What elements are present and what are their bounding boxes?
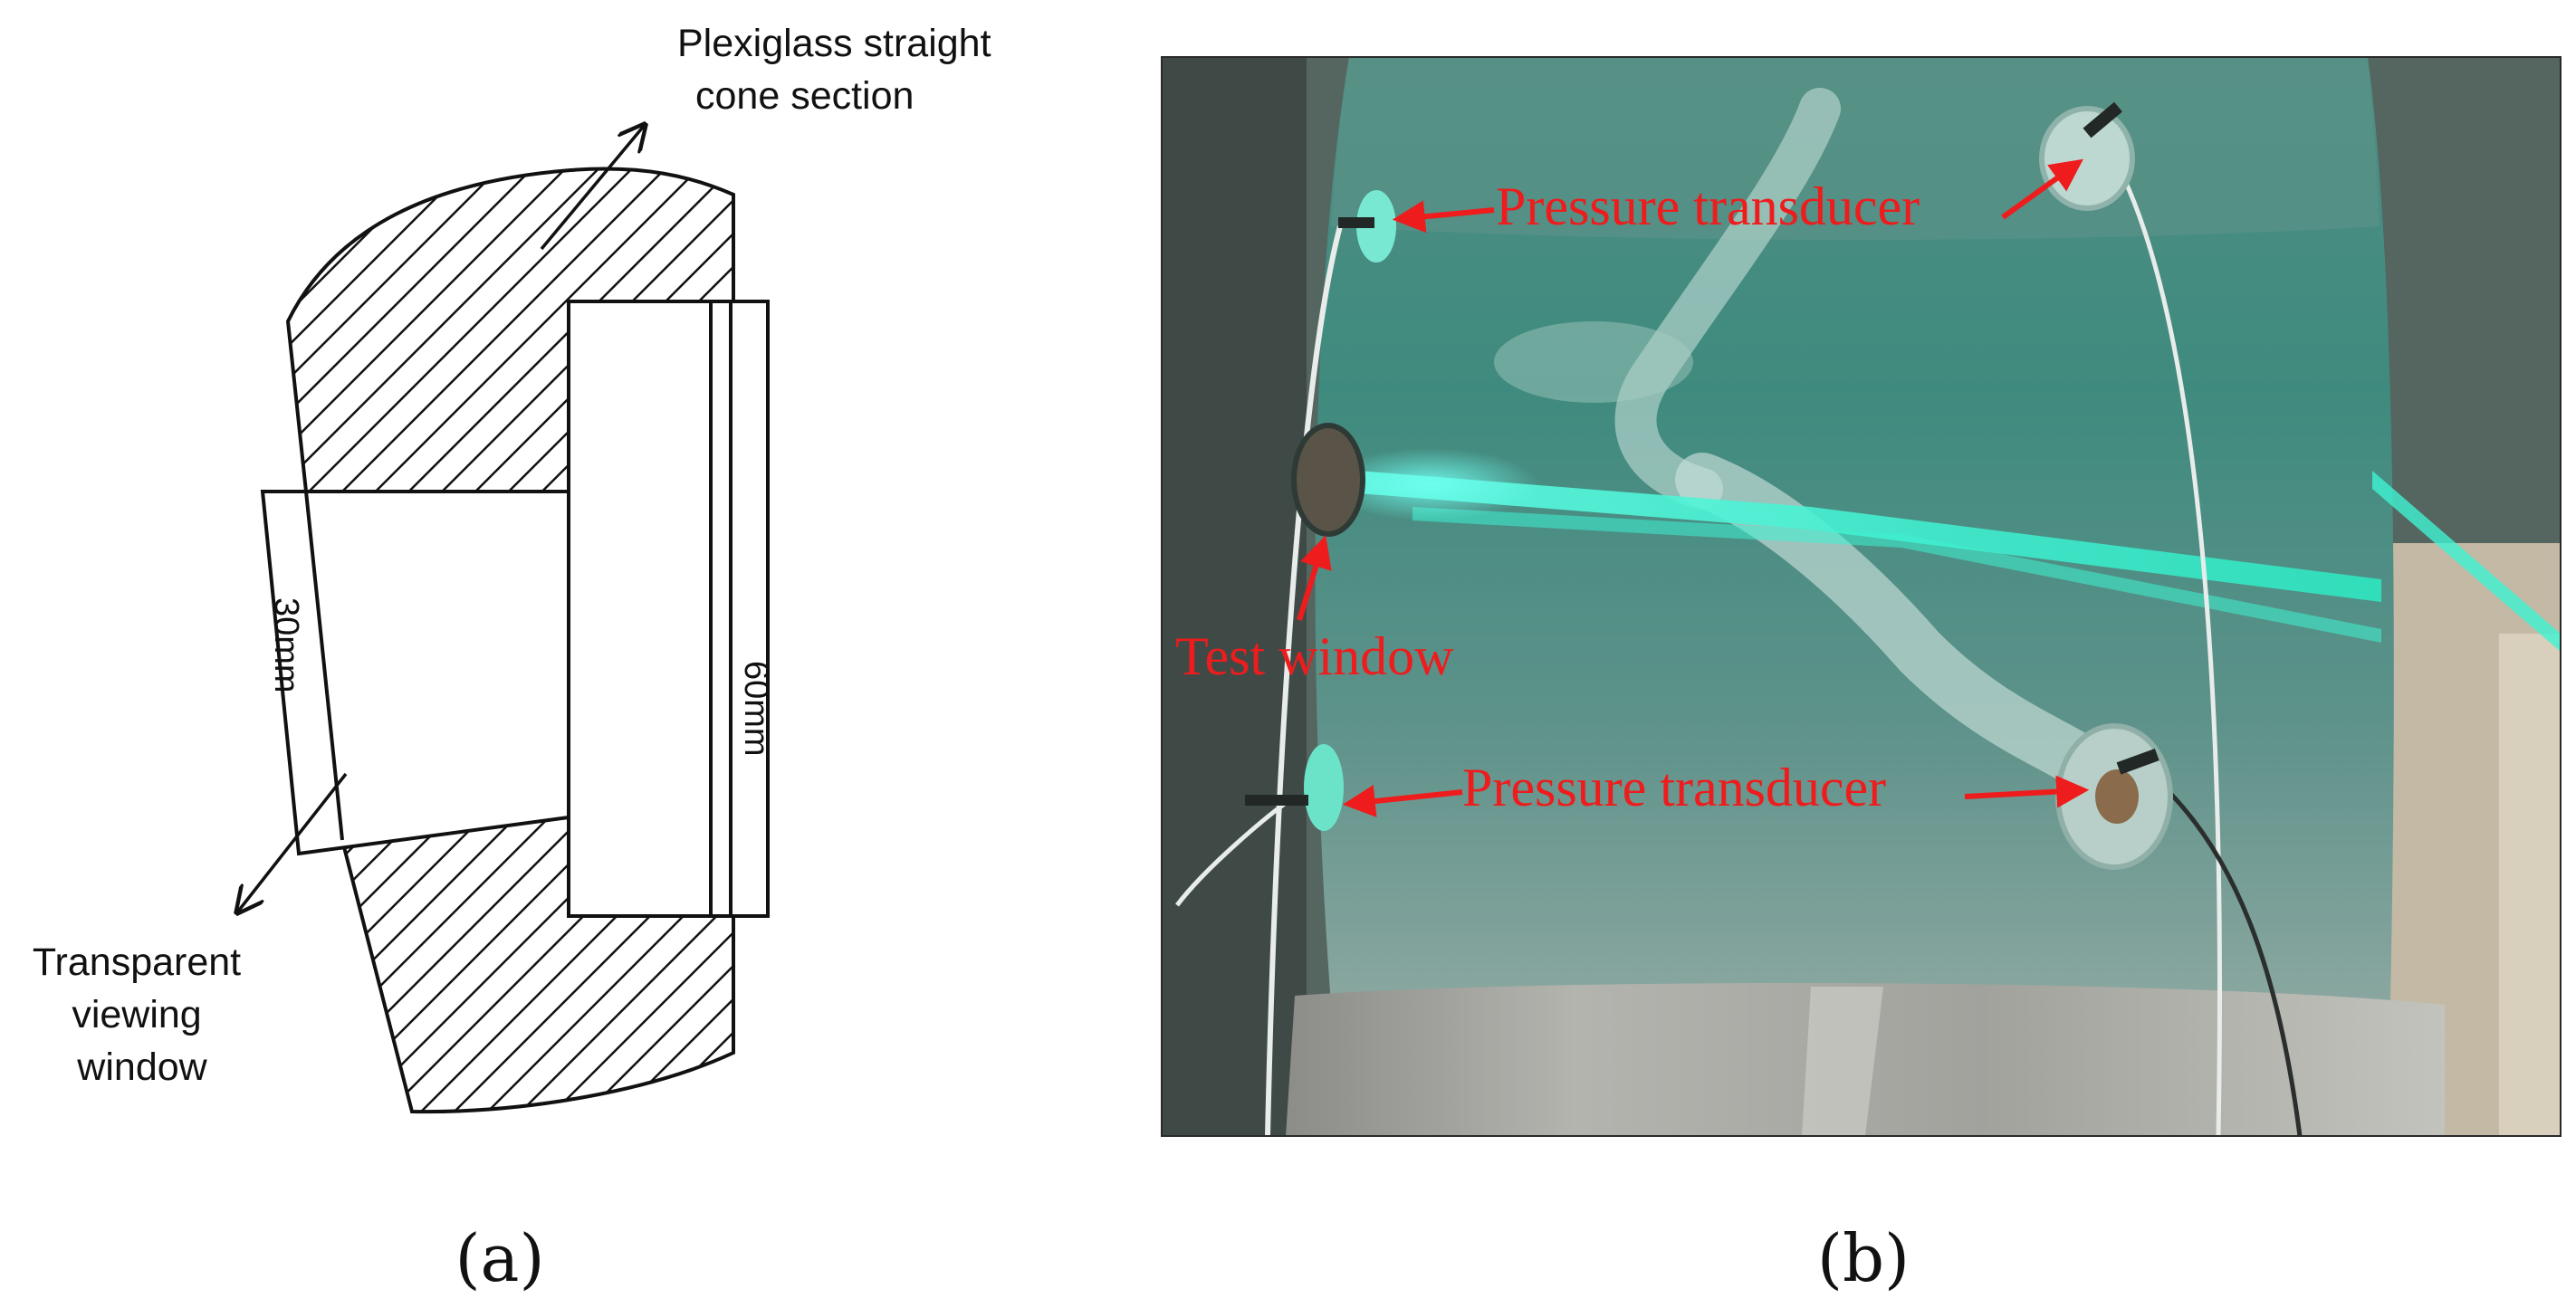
vortex-rope-upper — [1614, 88, 1841, 510]
upper-hatched-section — [285, 167, 735, 493]
pt-bottom-label: Pressure transducer — [1462, 758, 1886, 817]
transducer-top-right-probe — [2083, 101, 2122, 138]
cone-section-label-line-2: cone section — [695, 74, 914, 118]
right-door-frame — [2499, 634, 2561, 1136]
viewing-window-label-line-1: Transparent — [33, 940, 241, 984]
transparent-viewing-window — [260, 490, 570, 856]
viewing-window-label: Transparent viewing window — [33, 940, 252, 1089]
viewing-window-leader-arrow — [237, 772, 348, 912]
transducer-bottom-right-probe — [2116, 749, 2159, 775]
transducer-bottom-left-fitting — [1304, 744, 1344, 831]
cone-bore-rectangle — [567, 300, 770, 918]
test-window-label: Test window — [1175, 626, 1454, 686]
transducer-top-left-fitting — [1356, 190, 1396, 263]
left-wall — [1162, 57, 1307, 1136]
laser-beam-right — [2372, 471, 2561, 652]
pt-top-arrow-right — [2001, 158, 2083, 220]
cone-section-leader-arrow — [540, 125, 645, 251]
panel-a-schematic: 30mm 60mm Plexiglass straight cone secti… — [33, 22, 1002, 1296]
viewing-window-inner-line — [304, 491, 344, 841]
viewing-window-label-line-3: window — [76, 1045, 207, 1089]
laser-sheet-secondary — [1412, 507, 2381, 643]
transducer-top-right-fitting — [2039, 106, 2135, 211]
cable-right-top — [2098, 134, 2222, 1136]
panel-b-photo — [1162, 57, 2561, 1136]
dimension-60mm-label: 60mm — [737, 661, 775, 757]
test-window-fitting — [1291, 423, 1365, 537]
viewing-window-label-line-2: viewing — [72, 993, 201, 1036]
cable-right-bottom — [2153, 777, 2303, 1136]
cone-section-label: Plexiglass straight cone section — [677, 22, 1002, 118]
metal-base-highlight — [1802, 987, 1883, 1136]
vortex-mist — [1494, 321, 1693, 403]
panel-a-caption: (a) — [455, 1220, 544, 1296]
panel-b-caption: (b) — [1817, 1220, 1910, 1296]
cone-section-label-line-1: Plexiglass straight — [677, 22, 991, 65]
pt-bottom-arrow-right — [1964, 775, 2090, 808]
dimension-30mm-label: 30mm — [267, 597, 305, 693]
transducer-bottom-right-core — [2095, 769, 2139, 824]
photo-annotations: Pressure transducer Test window Pressure… — [1175, 158, 2090, 817]
lower-hatched-section — [340, 815, 735, 1114]
pt-bottom-arrow-left — [1342, 785, 1463, 817]
transducer-bottom-left-probe — [1245, 795, 1308, 806]
pt-top-label: Pressure transducer — [1496, 177, 1920, 236]
transducer-top-left-probe — [1338, 217, 1374, 228]
photo-frame — [1161, 56, 2562, 1137]
laser-glow — [1322, 448, 1539, 520]
pt-top-arrow-left — [1392, 200, 1495, 234]
cable-left — [1265, 225, 1343, 1136]
end-plate-strip — [709, 300, 770, 918]
test-window-arrow — [1297, 535, 1332, 621]
